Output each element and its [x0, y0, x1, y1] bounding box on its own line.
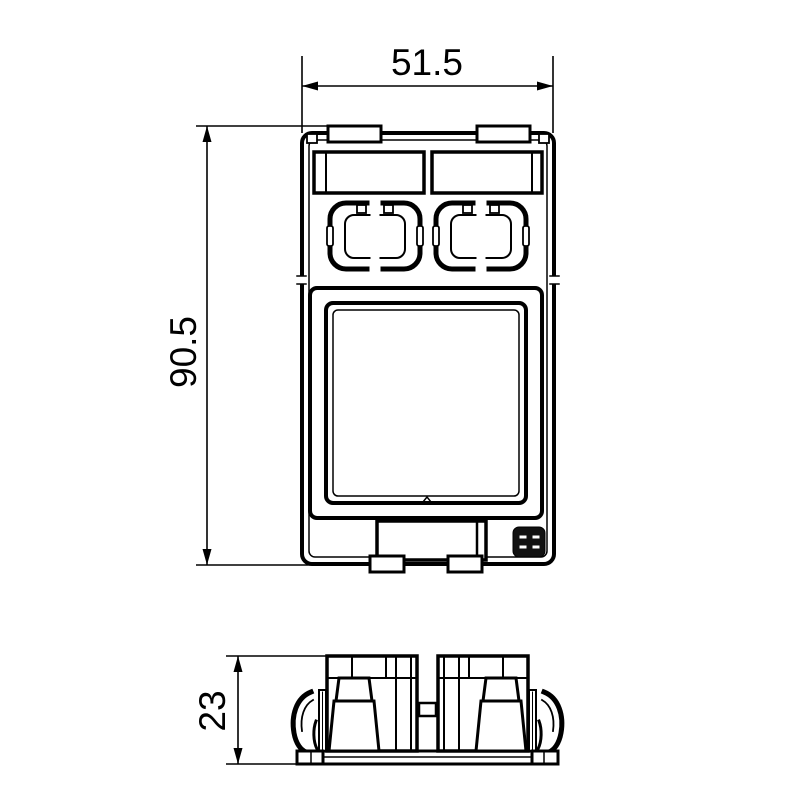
top-corner-notch-left	[306, 133, 318, 144]
left-seam-gap	[296, 276, 305, 284]
left-seam-ticks	[296, 275, 307, 285]
brand-logo-icon	[512, 526, 546, 558]
dimension-front-width: 51.5	[301, 42, 554, 133]
module-frame-mid	[324, 301, 528, 505]
brand-logo-mark	[519, 545, 527, 549]
right-seam-ticks	[549, 275, 560, 285]
dimension-width-label: 51.5	[391, 42, 463, 83]
arrowhead-left	[302, 81, 318, 91]
bottom-label-field	[375, 519, 488, 562]
front-view	[296, 124, 560, 574]
brand-logo-plate	[512, 526, 546, 558]
dimension-depth-label: 23	[192, 690, 233, 731]
brand-logo-mark	[519, 535, 527, 539]
dimension-side-height: 23	[192, 655, 330, 765]
bottom-tab-right	[446, 554, 484, 574]
arrowhead-bottom	[202, 549, 212, 565]
top-tab-right	[475, 124, 532, 144]
arrowhead-top	[233, 656, 243, 672]
arrowhead-right	[537, 81, 553, 91]
arrowhead-bottom	[233, 748, 243, 764]
side-view-left-half	[293, 656, 417, 764]
side-center-bridge	[417, 701, 438, 718]
label-window-right	[430, 150, 544, 195]
right-seam-gap	[551, 276, 560, 284]
cable-clamp-right	[433, 197, 529, 275]
dimension-height-label: 90.5	[163, 316, 204, 388]
label-window-left	[312, 150, 426, 195]
side-view	[293, 656, 562, 764]
arrowhead-top	[202, 126, 212, 142]
brand-logo-mark	[532, 535, 540, 539]
brand-logo-mark	[532, 545, 540, 549]
side-view-right-half	[438, 656, 562, 764]
module-frame-bottom-notch	[421, 495, 433, 504]
dimension-front-height: 90.5	[163, 125, 350, 566]
top-tab-left	[326, 124, 383, 144]
module-frame-inner-line	[332, 309, 520, 497]
bottom-tab-left	[368, 554, 406, 574]
top-corner-notch-right	[538, 133, 550, 144]
cable-clamp-left	[327, 197, 423, 275]
